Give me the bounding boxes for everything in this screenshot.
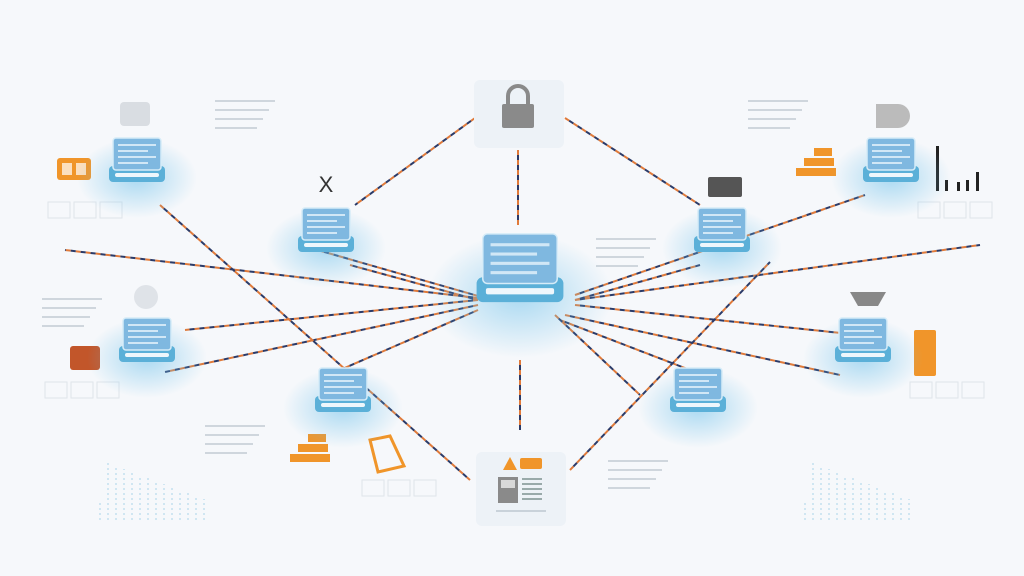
bottom-box	[476, 452, 566, 526]
monitor-label-bar	[485, 288, 555, 295]
placeholder-box	[961, 381, 985, 399]
placeholder-text	[42, 307, 96, 309]
connection-link	[164, 304, 479, 373]
monitor-label-bar	[700, 243, 744, 247]
lock-icon	[502, 104, 534, 128]
monitor-icon	[838, 317, 888, 351]
placeholder-box	[969, 201, 993, 219]
tools-icon	[134, 285, 158, 309]
placeholder-box	[44, 381, 68, 399]
monitor-icon	[697, 207, 747, 241]
placeholder-text	[748, 127, 790, 129]
monitor-label-bar	[321, 403, 365, 407]
connection-link	[64, 249, 479, 299]
blocks-icon	[796, 148, 836, 176]
connection-link	[569, 261, 771, 471]
hub-node	[427, 233, 613, 358]
placeholder-text	[748, 109, 802, 111]
placeholder-text	[608, 469, 662, 471]
placeholder-text	[608, 478, 656, 480]
left-node-3	[87, 317, 207, 398]
connection-link	[354, 117, 476, 206]
placeholder-text	[42, 316, 90, 318]
placeholder-text	[215, 127, 257, 129]
right-node-3	[803, 317, 923, 398]
nodes	[77, 80, 951, 526]
monitor-label-bar	[304, 243, 348, 247]
placeholder-box	[387, 479, 411, 497]
placeholder-text	[205, 443, 253, 445]
left-node-2	[266, 207, 386, 288]
monitor-label-bar	[125, 353, 169, 357]
right-node-4	[638, 367, 758, 448]
placeholder-text	[748, 100, 808, 102]
placeholder-text	[748, 118, 796, 120]
bar-chart-icon	[976, 172, 979, 191]
chat-icon	[120, 102, 150, 126]
connection-link	[564, 314, 841, 376]
placeholder-text	[205, 425, 265, 427]
connection-link	[564, 117, 701, 206]
placeholder-text	[42, 325, 84, 327]
placeholder-box	[943, 201, 967, 219]
placeholder-text	[215, 100, 275, 102]
warning-icon	[503, 457, 517, 470]
monitor-icon	[482, 233, 558, 285]
connection-links	[64, 117, 981, 481]
placeholder-text	[215, 118, 263, 120]
placeholder-text	[42, 298, 102, 300]
connection-link	[574, 244, 981, 301]
monitor-icon	[122, 317, 172, 351]
cloud-icon	[850, 292, 886, 306]
placeholder-text	[205, 452, 247, 454]
placeholder-text	[596, 256, 644, 258]
bar-chart-icon	[957, 182, 960, 191]
right-node-1	[831, 137, 951, 218]
placeholder-box	[73, 201, 97, 219]
monitor-label-bar	[841, 353, 885, 357]
connection-link	[574, 304, 861, 336]
placeholder-text	[205, 434, 259, 436]
monitor-label-bar	[115, 173, 159, 177]
laptop-icon	[708, 177, 742, 197]
placeholder-text	[608, 460, 668, 462]
close-icon: X	[319, 172, 334, 197]
monitor-icon	[673, 367, 723, 401]
monitor-icon	[866, 137, 916, 171]
right-node-2	[662, 207, 782, 288]
placeholder-text	[596, 238, 656, 240]
placeholder-text	[215, 109, 269, 111]
tag-icon	[520, 458, 542, 469]
placeholder-text	[596, 247, 650, 249]
monitor-icon	[318, 367, 368, 401]
placeholder-text	[608, 487, 650, 489]
shield-icon	[876, 104, 910, 128]
placeholder-box	[935, 381, 959, 399]
connection-link	[159, 204, 471, 481]
placeholder-box	[70, 381, 94, 399]
top-box	[474, 80, 564, 148]
left-node-4	[283, 367, 403, 448]
bar-chart-icon	[966, 180, 969, 191]
left-node-1	[77, 137, 197, 218]
placeholder-box	[361, 479, 385, 497]
placeholder-box	[909, 381, 933, 399]
placeholder-box	[47, 201, 71, 219]
monitor-label-bar	[869, 173, 913, 177]
placeholder-text	[596, 265, 638, 267]
monitor-icon	[112, 137, 162, 171]
monitor-label-bar	[676, 403, 720, 407]
monitor-icon	[301, 207, 351, 241]
placeholder-box	[413, 479, 437, 497]
lock-shackle	[506, 84, 530, 104]
